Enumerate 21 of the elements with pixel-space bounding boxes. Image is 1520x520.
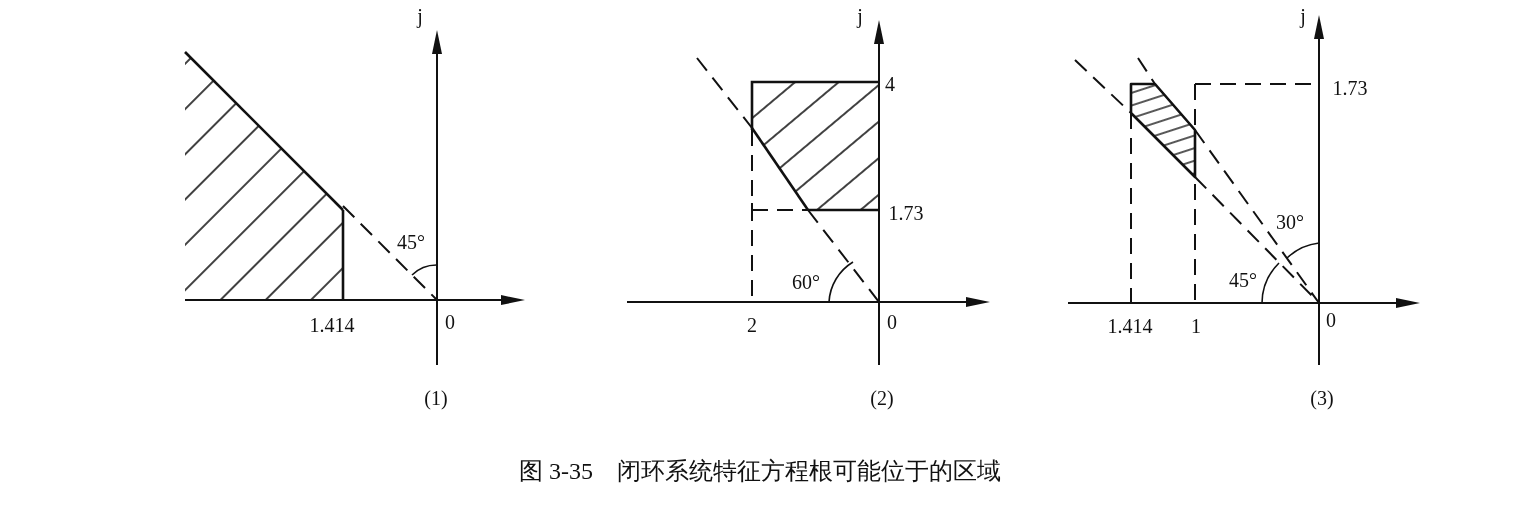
axis-label: 0 bbox=[1326, 310, 1336, 330]
axis-label: 45° bbox=[397, 232, 425, 252]
axis-label: 0 bbox=[445, 312, 455, 332]
axis-label: 1 bbox=[1191, 316, 1201, 336]
axis-label: (2) bbox=[870, 388, 894, 408]
axis-label: 60° bbox=[792, 272, 820, 292]
axis-label: 1.73 bbox=[1332, 78, 1368, 98]
axis-label: 4 bbox=[885, 74, 895, 94]
axis-label: 1.414 bbox=[309, 315, 355, 335]
axis-label: 2 bbox=[747, 315, 757, 335]
axis-label: j bbox=[1300, 6, 1306, 26]
axis-label: 30° bbox=[1276, 212, 1304, 232]
axis-label: 1.414 bbox=[1107, 316, 1153, 336]
axis-label: 1.73 bbox=[888, 203, 924, 223]
axis-label: 45° bbox=[1229, 270, 1257, 290]
axis-label: j bbox=[857, 6, 863, 26]
axis-label: (3) bbox=[1310, 388, 1334, 408]
axis-label: (1) bbox=[424, 388, 448, 408]
axis-label: j bbox=[417, 6, 423, 26]
figure-caption: 图 3-35 闭环系统特征方程根可能位于的区域 bbox=[519, 458, 1001, 484]
axis-label: 0 bbox=[887, 312, 897, 332]
